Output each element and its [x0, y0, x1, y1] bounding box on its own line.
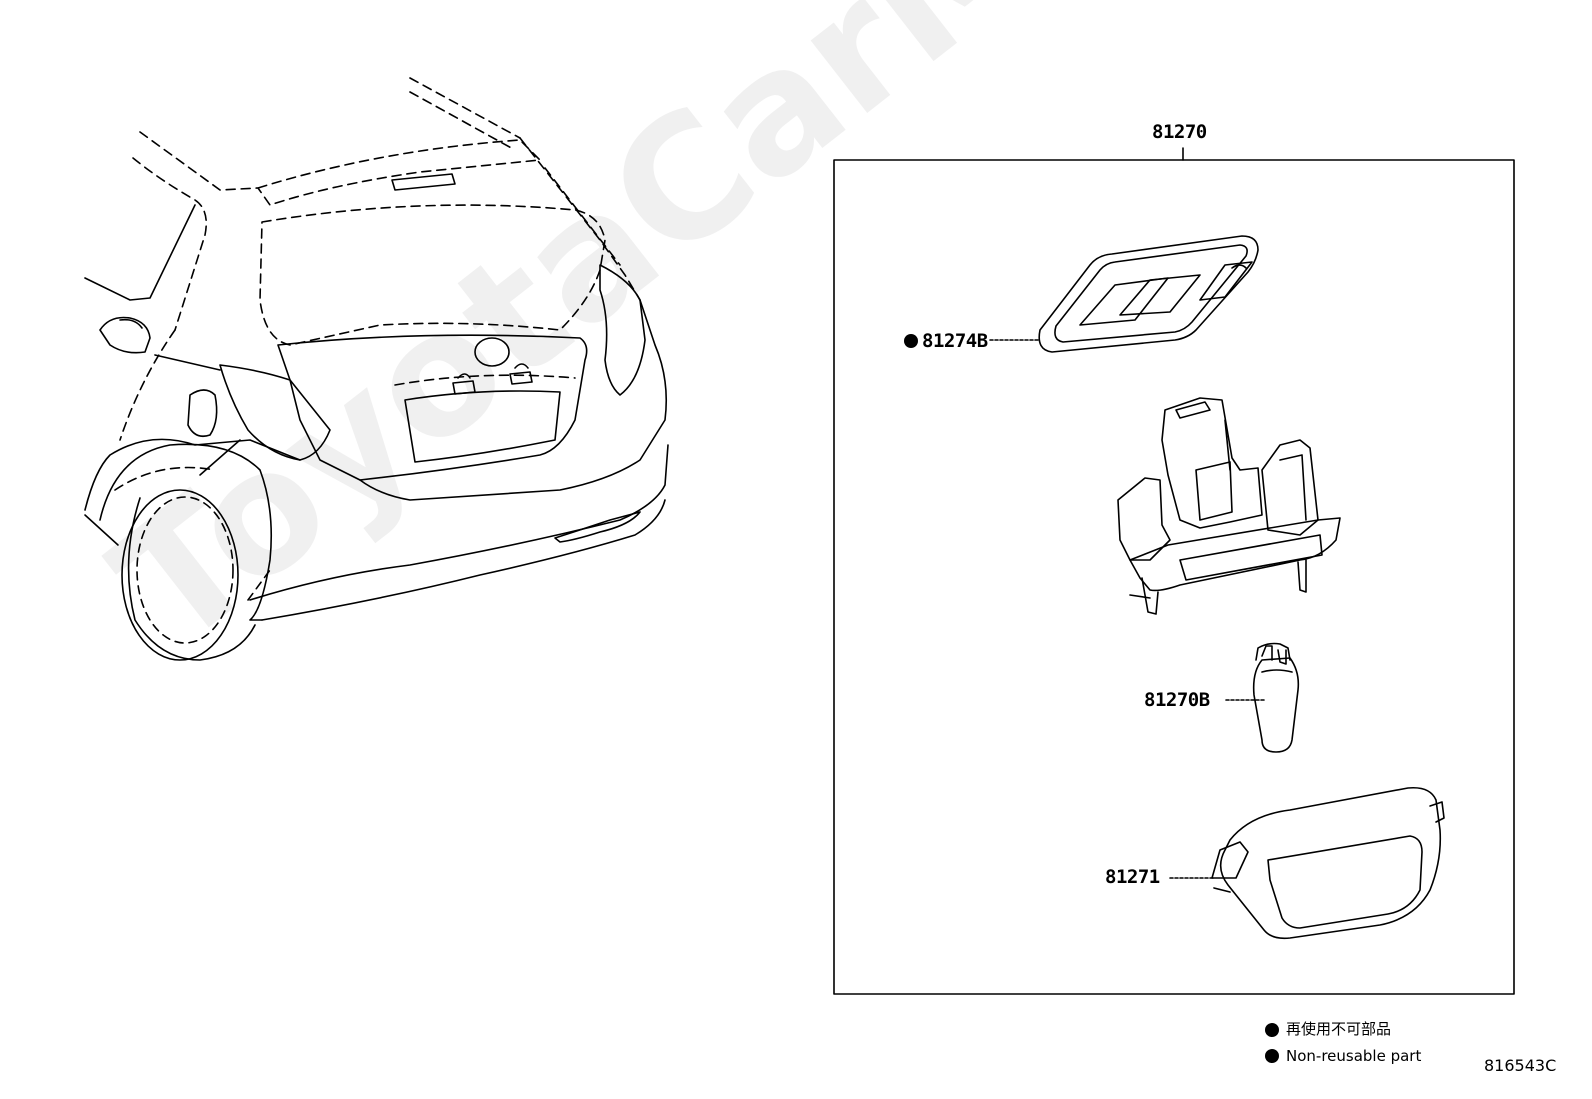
- assembly-frame: [833, 159, 1515, 995]
- non-reusable-marker: [904, 334, 918, 348]
- bulb-illustration: [1252, 642, 1300, 753]
- legend-dot-jp: [1265, 1023, 1279, 1037]
- car-rear-illustration: [84, 77, 669, 661]
- part-label-bulb: 81270B: [1144, 689, 1210, 711]
- legend-text-en: Non-reusable part: [1286, 1047, 1422, 1065]
- gasket-illustration: [1038, 235, 1259, 353]
- diagram-id: 816543C: [1484, 1056, 1557, 1075]
- part-label-assembly: 81270: [1152, 121, 1207, 143]
- lamp-socket-illustration: [1117, 397, 1341, 615]
- legend-dot-en: [1265, 1049, 1279, 1063]
- part-label-gasket: 81274B: [922, 330, 988, 352]
- legend-text-jp: 再使用不可部品: [1286, 1020, 1392, 1038]
- part-label-lens: 81271: [1105, 866, 1160, 888]
- lens-illustration: [1211, 786, 1445, 940]
